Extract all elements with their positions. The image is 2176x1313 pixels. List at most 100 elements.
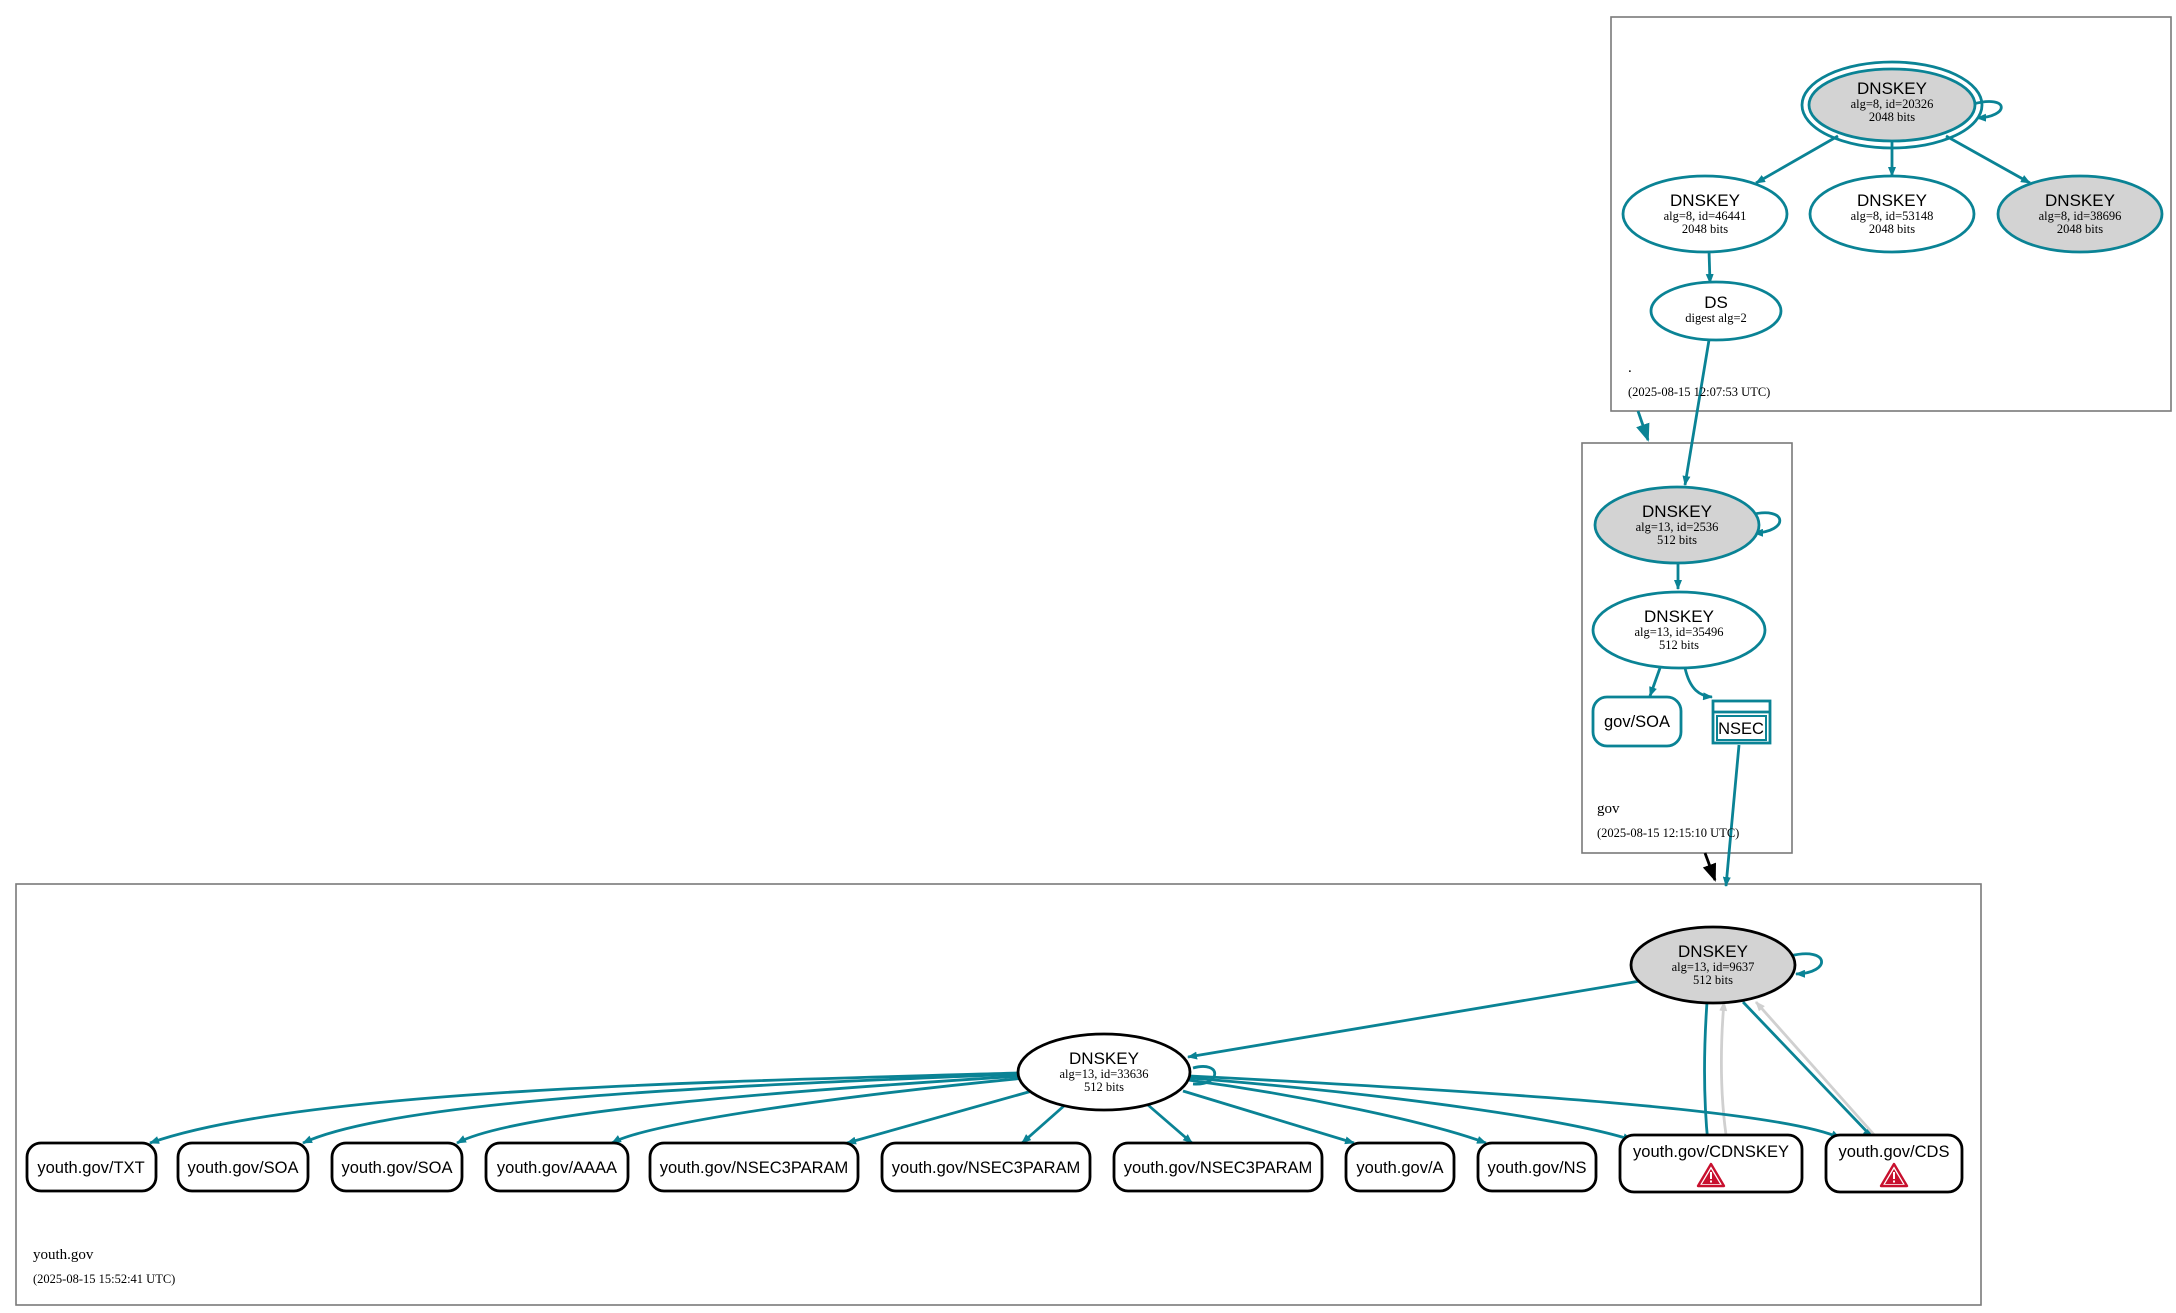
edge-zsk-rrset-2 [302, 1072, 1021, 1145]
node-root-ds[interactable]: DS digest alg=2 [1649, 280, 1783, 342]
rrset-node[interactable]: youth.gov/NSEC3PARAM [880, 1141, 1092, 1193]
node-title: DS [1704, 293, 1728, 312]
edge-root-ksk-ksk2 [1945, 134, 2031, 185]
rrset-node[interactable]: youth.gov/NSEC3PARAM [648, 1141, 860, 1193]
rrset-node[interactable]: youth.gov/AAAA [484, 1141, 630, 1193]
node-bits: 2048 bits [1682, 222, 1728, 236]
edge-gov-zsk-soa [1648, 667, 1662, 697]
edge-zsk-rrset-11 [1189, 1074, 1841, 1140]
rrset-label: youth.gov/CDNSKEY [1633, 1143, 1789, 1161]
edge-root-ksk-zsk1 [1755, 134, 1839, 185]
edge-ds-gov-ksk [1682, 339, 1711, 486]
node-title: DNSKEY [1678, 942, 1748, 961]
zone-name-youth-gov: youth.gov [33, 1247, 94, 1263]
node-title: DNSKEY [1670, 191, 1740, 210]
node-root-zsk-46441[interactable]: DNSKEY alg=8, id=46441 2048 bits [1621, 174, 1789, 254]
zone-timestamp-youth-gov: (2025-08-15 15:52:41 UTC) [33, 1272, 175, 1286]
edge-zsk-rrset-10 [1189, 1076, 1633, 1142]
node-title: DNSKEY [1644, 607, 1714, 626]
node-alg: alg=8, id=46441 [1664, 209, 1747, 223]
node-alg: alg=8, id=53148 [1851, 209, 1934, 223]
rrset-node[interactable]: youth.gov/TXT [25, 1141, 158, 1193]
node-title: DNSKEY [2045, 191, 2115, 210]
self-sign-youth-ksk [1789, 952, 1823, 978]
node-alg: alg=8, id=38696 [2039, 209, 2122, 223]
node-bits: 512 bits [1657, 533, 1697, 547]
node-gov-nsec[interactable]: NSEC [1711, 699, 1772, 745]
rrset-label: youth.gov/CDS [1839, 1143, 1950, 1161]
node-bits: 512 bits [1693, 973, 1733, 987]
rrset-label: youth.gov/SOA [342, 1159, 453, 1177]
rrset-label: youth.gov/NS [1487, 1159, 1586, 1177]
node-title: DNSKEY [1857, 79, 1927, 98]
edge-ksk-cdnskey [1703, 1001, 1712, 1154]
node-youth-zsk[interactable]: DNSKEY alg=13, id=33636 512 bits [1016, 1032, 1192, 1112]
edge-zsk-rrset-3 [456, 1074, 1023, 1145]
rrset-label: youth.gov/NSEC3PARAM [660, 1159, 849, 1177]
warning-triangle-icon [1696, 1162, 1726, 1188]
self-sign-root-ksk [1972, 100, 2003, 122]
node-alg: alg=13, id=35496 [1634, 625, 1723, 639]
node-bits: 2048 bits [1869, 222, 1915, 236]
edge-youth-ksk-zsk [1187, 979, 1641, 1060]
node-bits: 2048 bits [1869, 110, 1915, 124]
edge-zsk-rrset-4 [611, 1076, 1026, 1145]
zone-root [1610, 16, 2172, 412]
rrset-label: youth.gov/AAAA [497, 1159, 617, 1177]
node-gov-zsk[interactable]: DNSKEY alg=13, id=35496 512 bits [1591, 590, 1767, 670]
edge-zsk-rrset-1 [149, 1071, 1021, 1145]
node-bits: 512 bits [1659, 638, 1699, 652]
node-title: DNSKEY [1069, 1049, 1139, 1068]
edge-cds-ksk [1754, 1001, 1879, 1139]
self-sign-youth-zsk [1192, 1065, 1217, 1086]
node-alg: alg=13, id=2536 [1636, 520, 1719, 534]
rrset-node[interactable]: youth.gov/SOA [176, 1141, 310, 1193]
nsec-label: NSEC [1718, 720, 1764, 738]
node-root-zsk-53148[interactable]: DNSKEY alg=8, id=53148 2048 bits [1808, 174, 1976, 254]
node-alg: alg=8, id=20326 [1851, 97, 1934, 111]
rrset-node[interactable]: youth.gov/NSEC3PARAM [1112, 1141, 1324, 1193]
zone-gov [1581, 442, 1793, 854]
edge-zsk-rrset-5 [846, 1089, 1033, 1145]
rrset-label: youth.gov/NSEC3PARAM [1124, 1159, 1313, 1177]
node-alg: alg=13, id=9637 [1672, 960, 1755, 974]
node-root-ksk-38696[interactable]: DNSKEY alg=8, id=38696 2048 bits [1996, 174, 2164, 254]
node-gov-ksk[interactable]: DNSKEY alg=13, id=2536 512 bits [1593, 485, 1761, 565]
edge-zsk-rrset-6 [1021, 1103, 1066, 1145]
node-root-ksk[interactable]: DNSKEY alg=8, id=20326 2048 bits [1800, 60, 1984, 150]
node-gov-soa[interactable]: gov/SOA [1591, 695, 1683, 748]
edge-cdnskey-ksk [1719, 1001, 1730, 1149]
edge-zsk-rrset-9 [1187, 1078, 1487, 1145]
rrset-node[interactable]: youth.gov/NS [1476, 1141, 1598, 1193]
zone-name-gov: gov [1597, 801, 1620, 817]
self-sign-gov-ksk [1749, 511, 1782, 537]
warning-triangle-icon [1879, 1162, 1909, 1188]
zone-youth-gov [15, 883, 1982, 1306]
node-digest: digest alg=2 [1685, 311, 1747, 325]
rrset-label: youth.gov/NSEC3PARAM [892, 1159, 1081, 1177]
node-title: DNSKEY [1857, 191, 1927, 210]
rrset-label: youth.gov/A [1356, 1159, 1443, 1177]
edge-ksk-cds [1741, 1001, 1874, 1138]
edge-zsk-rrset-8 [1182, 1089, 1355, 1145]
rrset-node-cds[interactable]: youth.gov/CDS [1824, 1133, 1964, 1194]
zone-timestamp-root: (2025-08-15 12:07:53 UTC) [1628, 385, 1770, 399]
node-title: DNSKEY [1642, 502, 1712, 521]
node-bits: 2048 bits [2057, 222, 2103, 236]
rrset-node-cdnskey[interactable]: youth.gov/CDNSKEY [1618, 1133, 1804, 1194]
rrset-label: gov/SOA [1604, 713, 1670, 731]
edge-zsk-rrset-7 [1147, 1103, 1193, 1145]
edge-zsk1-ds [1705, 249, 1714, 284]
delegation-edge-root-gov [1636, 410, 1650, 442]
rrset-node[interactable]: youth.gov/A [1344, 1141, 1456, 1193]
rrset-node[interactable]: youth.gov/SOA [330, 1141, 464, 1193]
delegation-edge-gov-youth [1702, 852, 1717, 882]
rrset-label: youth.gov/TXT [37, 1159, 144, 1177]
node-youth-ksk[interactable]: DNSKEY alg=13, id=9637 512 bits [1629, 925, 1797, 1005]
edge-nsec-youth [1722, 744, 1741, 887]
edge-gov-zsk-nsec [1683, 667, 1713, 701]
node-bits: 512 bits [1084, 1080, 1124, 1094]
zone-name-root: . [1628, 360, 1632, 376]
node-alg: alg=13, id=33636 [1059, 1067, 1148, 1081]
